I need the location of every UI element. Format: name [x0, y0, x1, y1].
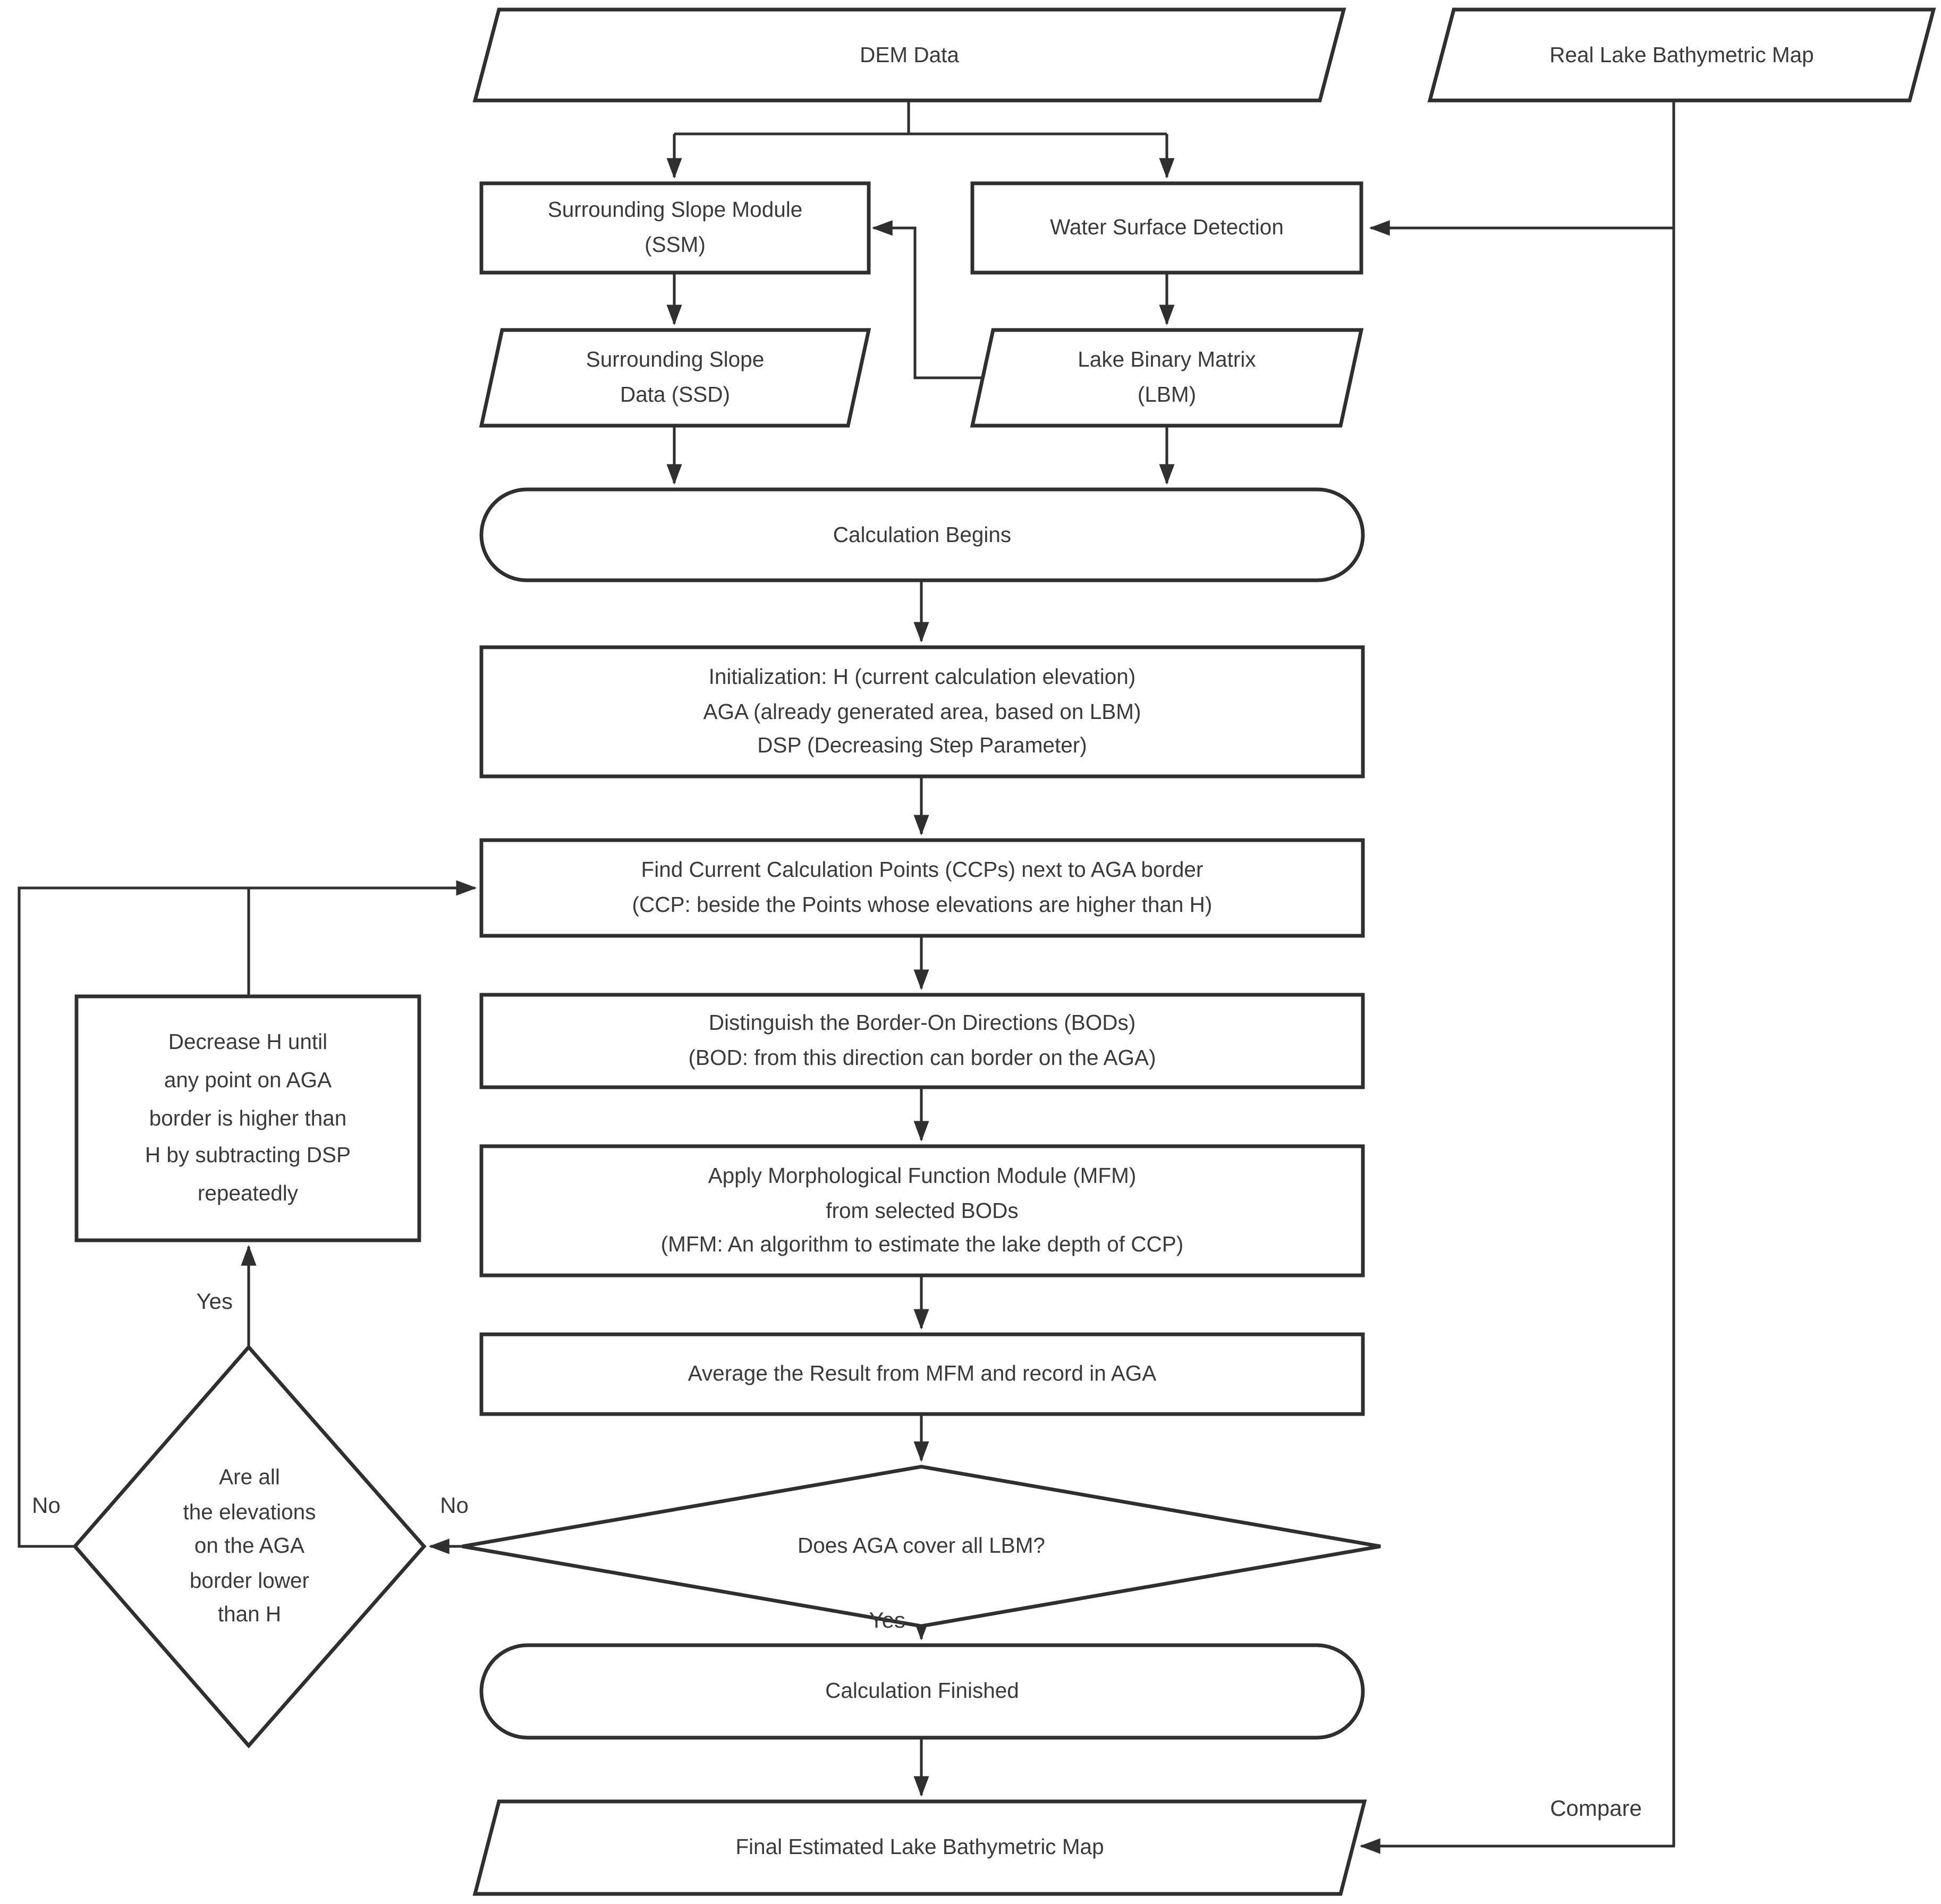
real-lake-map-shape — [1430, 10, 1934, 100]
decrease-h-shape — [77, 996, 419, 1240]
find-ccp-shape — [481, 840, 1363, 936]
calculation-finished-shape — [481, 1645, 1363, 1738]
final-map-shape — [475, 1801, 1364, 1894]
ssm-shape — [481, 183, 869, 273]
lbm-shape — [972, 330, 1361, 426]
initialization-shape — [481, 647, 1363, 776]
edge-lbm-to-ssm — [871, 220, 982, 378]
border-decision-shape — [75, 1347, 424, 1746]
cover-decision-shape — [462, 1467, 1380, 1626]
calculation-begins-shape — [481, 489, 1363, 580]
water-surface-detection-shape — [972, 183, 1361, 273]
dem-data-shape — [475, 10, 1344, 100]
bod-shape — [481, 995, 1363, 1087]
edge-border-no-loop-to-ccp — [19, 880, 477, 1546]
mfm-shape — [481, 1146, 1363, 1275]
edge-dem-split — [674, 100, 1167, 134]
ssd-shape — [481, 330, 869, 426]
average-shape — [481, 1334, 1363, 1414]
edge-reallake-to-final-compare — [1359, 100, 1674, 1854]
